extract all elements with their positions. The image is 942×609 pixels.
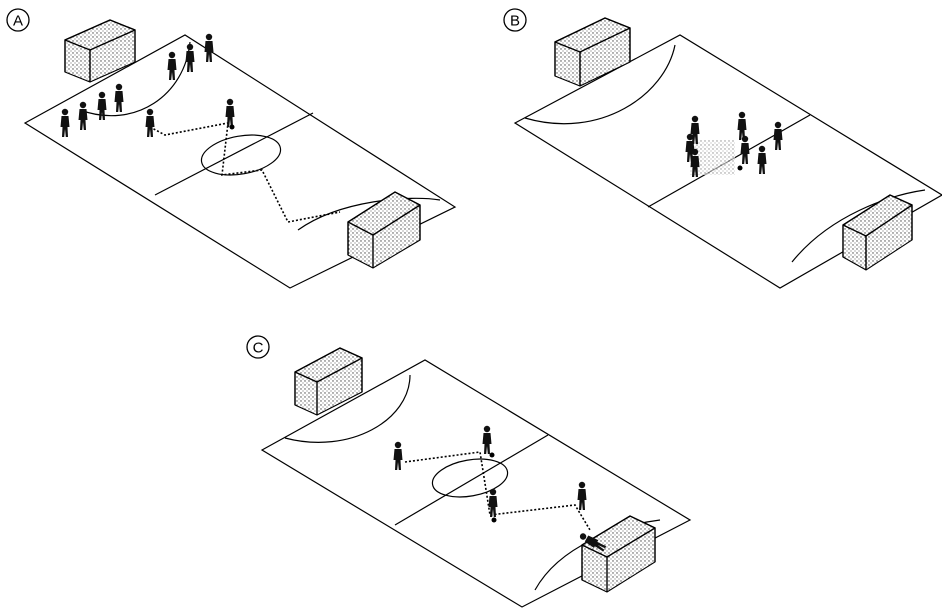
svg-text:C: C: [253, 340, 264, 357]
ball: [737, 165, 743, 171]
penalty-arc-c-top: [284, 374, 411, 443]
pass-path-a: [149, 122, 341, 223]
goal-b-top: [554, 17, 631, 87]
penalty-arc-b-top: [524, 44, 676, 125]
svg-text:A: A: [13, 13, 23, 30]
svg-text:B: B: [510, 13, 520, 30]
ball: [491, 517, 497, 523]
panel-c: C: [246, 335, 692, 608]
ball: [229, 124, 235, 130]
center-circle-a: [200, 134, 282, 176]
panel-a: A: [6, 8, 457, 289]
goal-b-bottom: [842, 194, 913, 271]
panel-label-b: B: [503, 8, 527, 32]
halfway-line-c: [394, 434, 549, 526]
goal-c-bottom: [581, 515, 656, 593]
panel-label-a: A: [6, 8, 30, 32]
center-circle-c: [431, 458, 509, 498]
goal-a-bottom: [347, 191, 421, 269]
panel-b: B: [503, 8, 942, 289]
penalty-arc-b-bottom: [791, 189, 926, 263]
goal-c-top: [294, 347, 363, 416]
ball: [489, 452, 495, 458]
goal-a-top: [64, 19, 136, 83]
panel-label-c: C: [246, 335, 270, 359]
halfway-line-a: [154, 112, 314, 196]
penalty-arc-a-bottom: [297, 197, 441, 231]
